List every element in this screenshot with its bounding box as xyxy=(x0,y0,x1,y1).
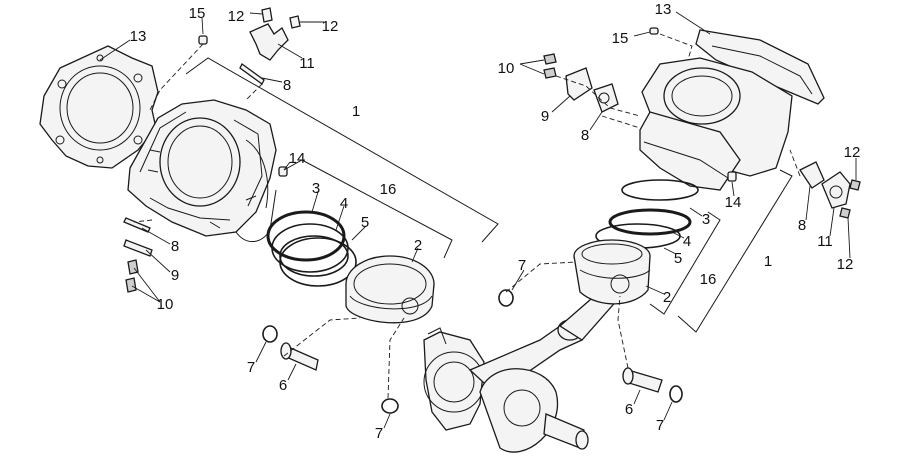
callout-4: 4 xyxy=(340,195,348,212)
callout-5: 5 xyxy=(361,214,369,231)
callout-1: 1 xyxy=(764,253,772,270)
callout-2: 2 xyxy=(414,237,422,254)
callout-12: 12 xyxy=(837,256,854,273)
callout-13: 13 xyxy=(655,1,672,18)
piston-rings-left xyxy=(266,210,357,287)
cylinder-right xyxy=(639,57,793,191)
callout-15: 15 xyxy=(612,30,629,47)
callout-12: 12 xyxy=(228,8,245,25)
callout-3: 3 xyxy=(702,211,710,228)
leader-lines xyxy=(99,11,857,429)
callout-9: 9 xyxy=(541,108,549,125)
callout-16: 16 xyxy=(700,271,717,288)
callout-7: 7 xyxy=(656,417,664,434)
callout-16: 16 xyxy=(380,181,397,198)
callout-4: 4 xyxy=(683,233,691,250)
callout-6: 6 xyxy=(279,377,287,394)
callout-8: 8 xyxy=(581,127,589,144)
small-parts-right-side xyxy=(799,161,861,219)
callout-8: 8 xyxy=(171,238,179,255)
callout-2: 2 xyxy=(663,289,671,306)
head-gasket-right xyxy=(695,29,825,105)
callout-3: 3 xyxy=(312,180,320,197)
callout-14: 14 xyxy=(289,150,306,167)
callout-5: 5 xyxy=(674,250,682,267)
callout-12: 12 xyxy=(844,144,861,161)
callout-1: 1 xyxy=(352,103,360,120)
callout-14: 14 xyxy=(725,194,742,211)
callout-13: 13 xyxy=(130,28,147,45)
callout-7: 7 xyxy=(247,359,255,376)
callout-10: 10 xyxy=(498,60,515,77)
callout-12: 12 xyxy=(322,18,339,35)
callout-8: 8 xyxy=(283,77,291,94)
piston-left xyxy=(345,255,435,324)
piston-right xyxy=(573,239,651,305)
callout-7: 7 xyxy=(375,425,383,442)
callout-11: 11 xyxy=(299,55,315,72)
callout-6: 6 xyxy=(625,401,633,418)
cylinder-left xyxy=(127,99,277,242)
callout-10: 10 xyxy=(157,296,174,313)
callout-9: 9 xyxy=(171,267,179,284)
piston-pin-right xyxy=(498,289,683,403)
piston-pin-left xyxy=(262,325,399,414)
small-parts-left xyxy=(123,7,301,293)
callout-15: 15 xyxy=(189,5,206,22)
callout-8: 8 xyxy=(798,217,806,234)
callout-7: 7 xyxy=(518,257,526,274)
callout-11: 11 xyxy=(817,233,833,250)
